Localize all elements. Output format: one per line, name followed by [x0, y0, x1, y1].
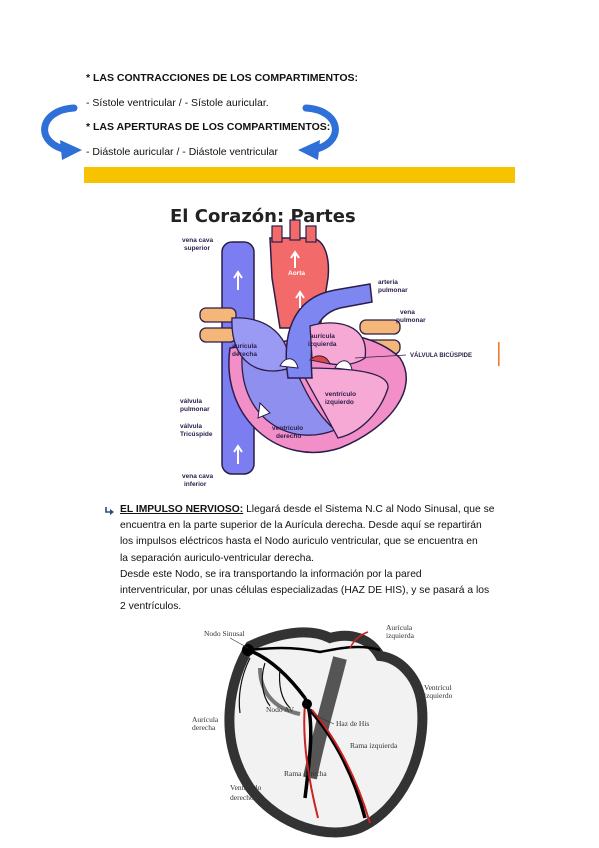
svg-text:pulmonar: pulmonar	[180, 406, 210, 413]
svg-text:derecho: derecho	[230, 793, 254, 802]
svg-text:superior: superior	[184, 245, 210, 252]
svg-text:Tricúspide: Tricúspide	[180, 431, 213, 438]
svg-text:derecha: derecha	[192, 723, 216, 732]
line-sistole: - Sístole ventricular / - Sístole auricu…	[86, 97, 269, 109]
svg-text:Rama izquierda: Rama izquierda	[350, 741, 398, 750]
svg-text:arteria: arteria	[378, 279, 398, 286]
svg-text:Aurícula: Aurícula	[386, 623, 413, 632]
svg-text:Ventrículo: Ventrículo	[230, 783, 261, 792]
heart-diagram: El Corazón: Partes vena cava superior Ao…	[170, 206, 500, 488]
svg-text:válvula: válvula	[180, 423, 202, 430]
heading-contracciones: * LAS CONTRACCIONES DE LOS COMPARTIMENTO…	[86, 72, 359, 84]
svg-text:Haz de His: Haz de His	[336, 719, 369, 728]
bullet-arrow-icon	[105, 507, 114, 515]
svg-text:izquierda: izquierda	[308, 341, 337, 348]
svg-text:izquierdo: izquierdo	[424, 691, 452, 700]
svg-text:aurícula: aurícula	[310, 333, 335, 340]
svg-text:Nodo AV: Nodo AV	[266, 705, 295, 714]
impulse-lead: EL IMPULSO NERVIOSO:	[120, 504, 244, 515]
svg-text:pulmonar: pulmonar	[396, 317, 426, 324]
svg-text:ventrículo: ventrículo	[325, 391, 356, 398]
svg-text:derecho: derecho	[276, 433, 301, 440]
impulse-paragraph: EL IMPULSO NERVIOSO: Llegará desde el Si…	[120, 504, 495, 613]
svg-text:ventrículo: ventrículo	[272, 425, 303, 432]
svg-text:Rama derecha: Rama derecha	[284, 769, 327, 778]
svg-text:inferior: inferior	[184, 481, 207, 488]
svg-text:vena: vena	[400, 309, 415, 316]
conduction-diagram: Nodo Sinusal Aurícula izquierda Ventrícu…	[192, 623, 452, 838]
line-diastole: - Diástole auricular / - Diástole ventri…	[86, 146, 278, 158]
svg-text:izquierdo: izquierdo	[325, 399, 354, 406]
svg-text:Aurícula: Aurícula	[192, 715, 219, 724]
svg-text:izquierda: izquierda	[386, 631, 415, 640]
accent-bar	[84, 167, 515, 183]
svg-text:derecha: derecha	[232, 351, 257, 358]
svg-text:VÁLVULA BICÚSPIDE: VÁLVULA BICÚSPIDE	[410, 352, 472, 359]
svg-text:pulmonar: pulmonar	[378, 287, 408, 294]
svg-text:Aorta: Aorta	[288, 270, 305, 277]
left-curved-arrow-icon	[41, 104, 82, 160]
svg-text:Nodo Sinusal: Nodo Sinusal	[204, 629, 245, 638]
heading-aperturas: * LAS APERTURAS DE LOS COMPARTIMENTOS:	[86, 121, 331, 133]
right-curved-arrow-icon	[298, 104, 339, 160]
svg-text:Ventrículo: Ventrículo	[424, 683, 452, 692]
svg-text:aurícula: aurícula	[232, 343, 257, 350]
svg-text:válvula: válvula	[180, 398, 202, 405]
heart-diagram-title: El Corazón: Partes	[170, 206, 356, 227]
svg-text:vena cava: vena cava	[182, 473, 213, 480]
svg-text:vena cava: vena cava	[182, 237, 213, 244]
